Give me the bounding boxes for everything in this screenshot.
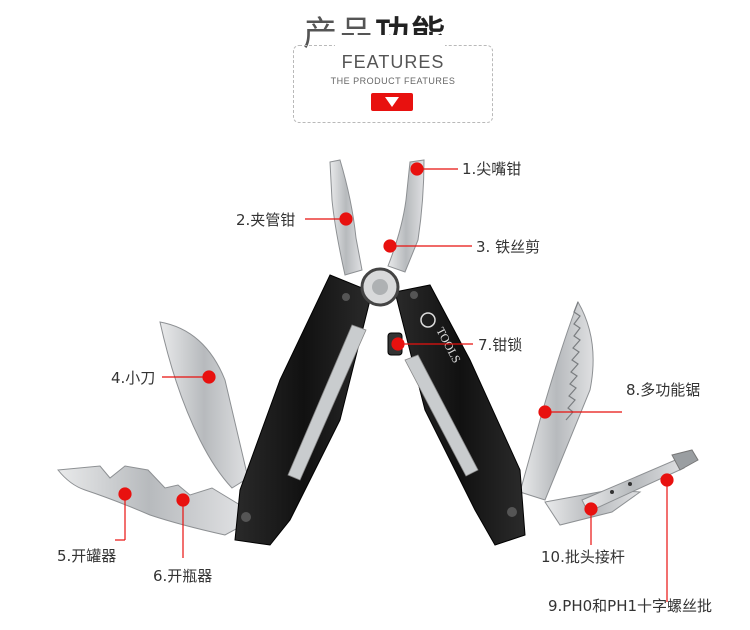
saw-teeth <box>565 301 581 421</box>
callout-dot-10 <box>584 502 598 516</box>
callout-dot-7 <box>391 337 405 351</box>
features-tagline: THE PRODUCT FEATURES <box>330 76 456 86</box>
right-jaw <box>387 159 425 273</box>
callout-label-plier-lock: 7.钳锁 <box>478 336 523 354</box>
callout-dot-6 <box>176 493 190 507</box>
features-heading: FEATURES <box>341 52 445 72</box>
callout-label-bit-extension: 10.批头接杆 <box>541 548 625 566</box>
callout-label-bit-holder: 9.PH0和PH1十字螺丝批 <box>548 597 713 615</box>
opener-arm <box>57 465 241 536</box>
saw-blade <box>519 300 594 501</box>
callout-dot-2 <box>339 212 353 226</box>
bit-tip <box>671 449 699 471</box>
chevron-down-icon <box>385 97 399 107</box>
brand-logo-icon <box>420 312 436 328</box>
callout-label-wire-cutter: 3. 铁丝剪 <box>476 238 541 256</box>
small-knife-blade <box>159 321 249 489</box>
callout-dot-3 <box>383 239 397 253</box>
left-handle-insert <box>287 324 367 481</box>
callout-dot-9 <box>660 473 674 487</box>
callout-dot-8 <box>538 405 552 419</box>
callout-label-bottle-opener: 6.开瓶器 <box>153 567 213 585</box>
callout-label-multi-saw: 8.多功能锯 <box>626 381 701 399</box>
callout-label-needle-nose-pliers: 1.尖嘴钳 <box>462 160 522 178</box>
callout-dot-5 <box>118 487 132 501</box>
callout-label-can-opener: 5.开罐器 <box>57 547 117 565</box>
right-handle <box>394 284 526 546</box>
header-frame-gap <box>335 35 445 53</box>
page-title: 产品功能 <box>0 6 750 55</box>
callout-label-pipe-grip-pliers: 2.夹管钳 <box>236 211 296 229</box>
callout-dot-1 <box>410 162 424 176</box>
callout-label-small-knife: 4.小刀 <box>111 369 156 387</box>
right-handle-insert <box>404 354 479 477</box>
scroll-down-button[interactable] <box>371 93 413 111</box>
callout-dot-4 <box>202 370 216 384</box>
